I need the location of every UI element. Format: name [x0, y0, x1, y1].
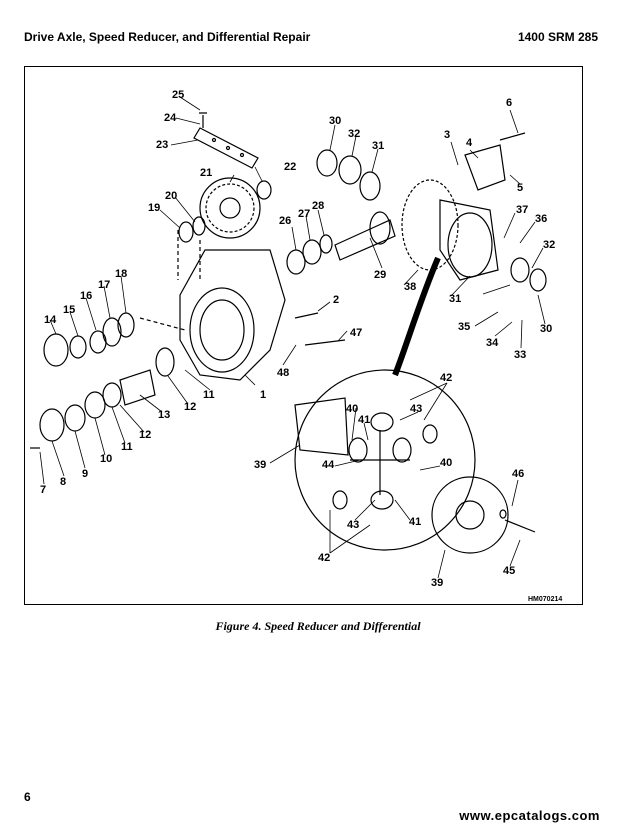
callout-46: 46: [512, 468, 524, 480]
callout-20: 20: [165, 190, 177, 202]
differential-detail-circle: [294, 369, 476, 551]
callout-40a: 40: [346, 403, 358, 415]
callout-42a: 42: [440, 372, 452, 384]
figure-ref-code: HM070214: [528, 596, 562, 603]
screw-drawing: [199, 112, 207, 128]
callout-5: 5: [517, 182, 523, 194]
callout-45: 45: [503, 565, 515, 577]
plate-drawing: [193, 127, 259, 169]
callout-43b: 43: [347, 519, 359, 531]
callout-26: 26: [279, 215, 291, 227]
callout-18: 18: [115, 268, 127, 280]
callout-29: 29: [374, 269, 386, 281]
callout-43a: 43: [410, 403, 422, 415]
callout-41b: 41: [409, 516, 421, 528]
pinion-shaft-drawing: [334, 219, 396, 261]
callout-32b: 32: [543, 239, 555, 251]
callout-17: 17: [98, 279, 110, 291]
callout-39b: 39: [431, 577, 443, 589]
callout-30a: 30: [329, 115, 341, 127]
callout-35: 35: [458, 321, 470, 333]
callout-32a: 32: [348, 128, 360, 140]
callout-8: 8: [60, 476, 66, 488]
callout-48: 48: [277, 367, 289, 379]
callout-22: 22: [284, 161, 296, 173]
callout-24: 24: [164, 112, 177, 124]
callout-12b: 12: [184, 401, 196, 413]
drive-gear-drawing: [199, 177, 261, 239]
callout-19: 19: [148, 202, 160, 214]
callout-16: 16: [80, 290, 92, 302]
callout-9: 9: [82, 468, 88, 480]
callout-38: 38: [404, 281, 416, 293]
callout-36: 36: [535, 213, 547, 225]
callout-21: 21: [200, 167, 212, 179]
callout-11a: 11: [121, 441, 133, 453]
callout-31b: 31: [449, 293, 461, 305]
callout-31a: 31: [372, 140, 384, 152]
page-number: 6: [24, 790, 31, 804]
callout-25: 25: [172, 89, 184, 101]
figure-frame: [24, 66, 583, 605]
callout-2: 2: [333, 294, 339, 306]
callout-13: 13: [158, 409, 170, 421]
watermark: www.epcatalogs.com: [459, 808, 600, 823]
callout-27: 27: [298, 208, 310, 220]
callout-1: 1: [260, 389, 266, 401]
callout-39a: 39: [254, 459, 266, 471]
callout-11b: 11: [203, 389, 215, 401]
callout-12a: 12: [139, 429, 151, 441]
callout-37: 37: [516, 204, 528, 216]
callout-7: 7: [40, 484, 46, 496]
callout-28: 28: [312, 200, 324, 212]
callout-6: 6: [506, 97, 512, 109]
callout-42b: 42: [318, 552, 330, 564]
figure-caption: Figure 4. Speed Reducer and Differential: [215, 619, 421, 633]
callout-4: 4: [466, 137, 473, 149]
housing-drawing: [179, 249, 286, 381]
callout-15: 15: [63, 304, 75, 316]
callout-3: 3: [444, 129, 450, 141]
callout-33: 33: [514, 349, 526, 361]
page-header-doc-code: 1400 SRM 285: [517, 30, 598, 44]
callout-40b: 40: [440, 457, 452, 469]
callout-47: 47: [350, 327, 362, 339]
callout-23: 23: [156, 139, 168, 151]
callout-41a: 41: [358, 414, 370, 426]
callout-10: 10: [100, 453, 112, 465]
callout-30b: 30: [540, 323, 552, 335]
callout-44: 44: [322, 459, 335, 471]
callout-34: 34: [486, 337, 499, 349]
page-header-title: Drive Axle, Speed Reducer, and Different…: [24, 30, 311, 44]
ring-gear-drawing: [401, 179, 459, 271]
callout-14: 14: [44, 314, 57, 326]
